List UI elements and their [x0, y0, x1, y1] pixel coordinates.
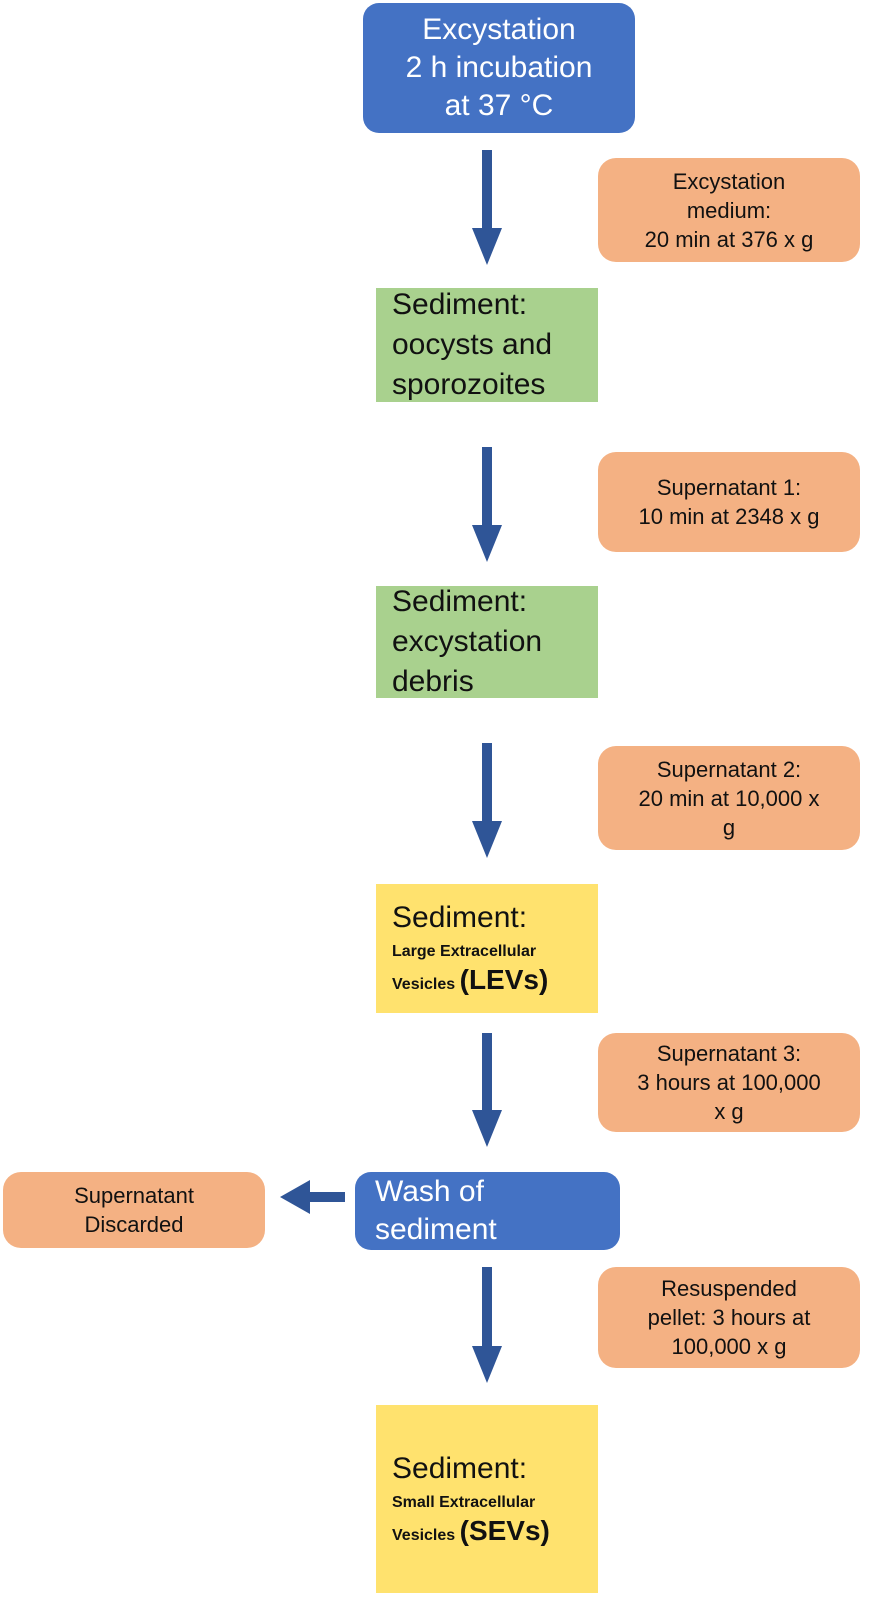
- arrow-down-1: [472, 150, 502, 265]
- node-line: Small Extracellular: [392, 1493, 536, 1511]
- node-line: at 37 °C: [444, 89, 554, 122]
- condition-supernatant-discarded: Supernatant Discarded: [3, 1172, 265, 1248]
- node-line: Sediment:: [392, 585, 528, 618]
- condition-line: Discarded: [84, 1212, 184, 1237]
- sediment-debris-node: Sediment: excystation debris: [376, 585, 598, 698]
- node-line: Wash of: [375, 1175, 484, 1208]
- condition-line: Supernatant 3:: [656, 1041, 802, 1066]
- condition-line: 100,000 x g: [671, 1334, 787, 1359]
- condition-supernatant-1: Supernatant 1: 10 min at 2348 x g: [598, 452, 860, 552]
- arrow-down-3: [472, 743, 502, 858]
- node-title: Sediment:: [392, 901, 528, 934]
- condition-supernatant-3: Supernatant 3: 3 hours at 100,000 x g: [598, 1033, 860, 1132]
- condition-line: Supernatant 2:: [656, 756, 802, 782]
- node-line: Large Extracellular: [392, 943, 537, 960]
- condition-line: g: [722, 814, 736, 840]
- condition-excystation-medium: Excystation medium: 20 min at 376 x g: [598, 158, 860, 262]
- condition-line: Resuspended: [661, 1276, 797, 1301]
- condition-line: medium:: [686, 197, 772, 223]
- arrow-down-5: [472, 1267, 502, 1383]
- arrow-left: [280, 1180, 345, 1214]
- condition-line: Supernatant: [74, 1183, 194, 1208]
- condition-resuspended-pellet: Resuspended pellet: 3 hours at 100,000 x…: [598, 1267, 860, 1368]
- condition-supernatant-2: Supernatant 2: 20 min at 10,000 x g: [598, 746, 860, 850]
- condition-line: Excystation: [672, 168, 786, 194]
- node-line: oocysts and: [392, 328, 553, 361]
- node-line: Vesicles: [392, 976, 456, 993]
- arrow-down-2: [472, 447, 502, 562]
- node-abbr: (LEVs): [459, 964, 549, 995]
- condition-line: x g: [714, 1099, 744, 1124]
- node-abbr: (SEVs): [459, 1514, 550, 1546]
- node-title: Sediment:: [392, 1451, 528, 1485]
- node-line: Sediment:: [392, 288, 528, 321]
- node-line: Excystation: [422, 13, 576, 46]
- condition-line: 3 hours at 100,000: [637, 1070, 821, 1095]
- sediment-oocysts-node: Sediment: oocysts and sporozoites: [376, 288, 598, 402]
- sediment-sevs-node: Sediment: Small Extracellular Vesicles (…: [376, 1405, 598, 1593]
- excystation-node: Excystation 2 h incubation at 37 °C: [363, 3, 635, 133]
- node-line: sporozoites: [392, 368, 546, 401]
- wash-node: Wash of sediment: [355, 1172, 620, 1250]
- node-line: sediment: [375, 1213, 497, 1246]
- condition-line: 20 min at 376 x g: [644, 226, 814, 252]
- node-line: 2 h incubation: [405, 51, 593, 84]
- node-line: Vesicles: [392, 1526, 456, 1544]
- sediment-levs-node: Sediment: Large Extracellular Vesicles (…: [376, 884, 598, 1013]
- condition-line: Supernatant 1:: [656, 475, 802, 500]
- condition-line: 20 min at 10,000 x: [638, 785, 820, 811]
- arrow-down-4: [472, 1033, 502, 1147]
- node-line: excystation: [392, 625, 543, 658]
- condition-line: 10 min at 2348 x g: [638, 504, 820, 529]
- node-line: debris: [392, 665, 474, 698]
- condition-line: pellet: 3 hours at: [647, 1305, 811, 1330]
